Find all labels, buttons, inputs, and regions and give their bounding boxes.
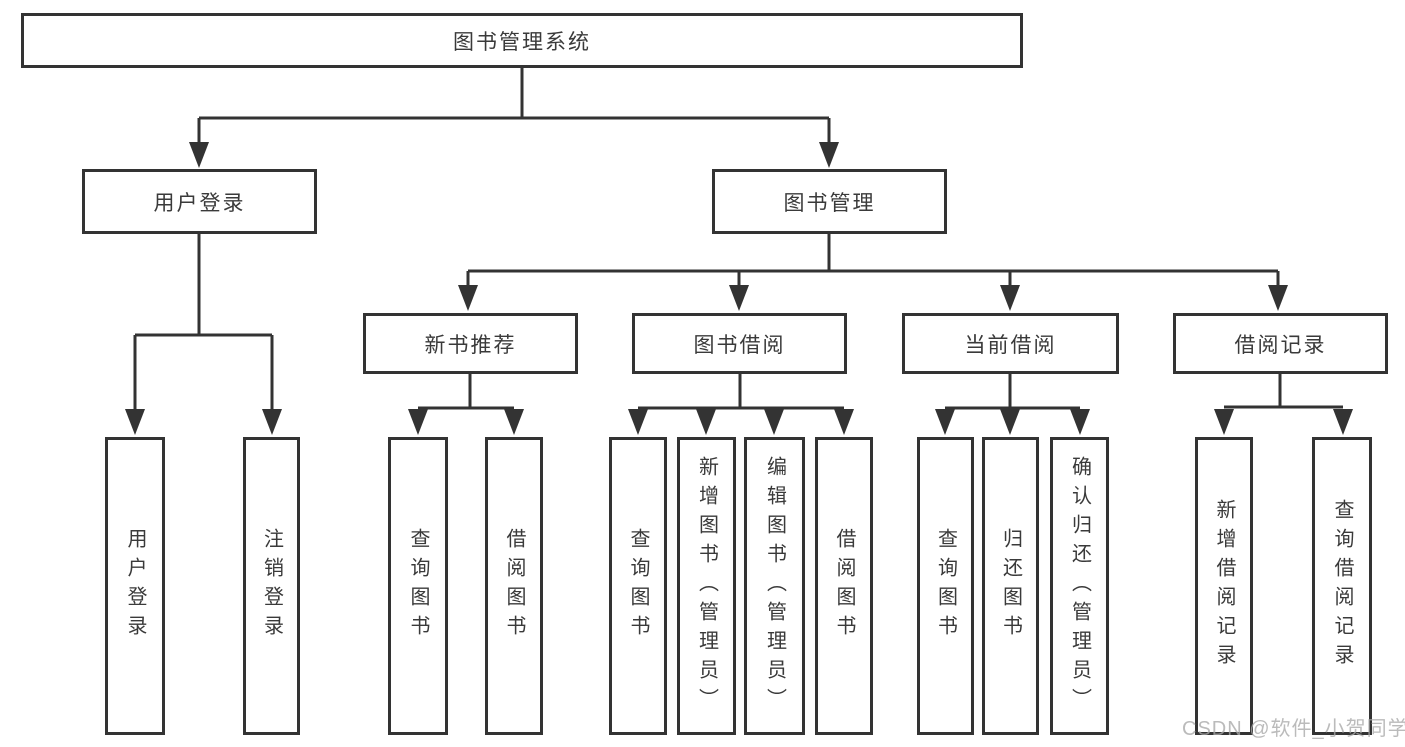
leaf-logout: 注销登录 [243, 437, 300, 735]
leaf-newrec-borrow-books-label: 借阅图书 [503, 528, 525, 644]
node-book-borrow: 图书借阅 [632, 313, 847, 374]
leaf-borrow-borrow-books: 借阅图书 [815, 437, 873, 735]
node-new-book-recommend-label: 新书推荐 [424, 333, 517, 357]
arrowheads-borrow-leaves [628, 409, 854, 435]
leaf-current-return-books: 归还图书 [982, 437, 1039, 735]
leaf-records-add-record: 新增借阅记录 [1195, 437, 1253, 735]
node-new-book-recommend: 新书推荐 [363, 313, 578, 374]
leaf-records-query-record: 查询借阅记录 [1312, 437, 1372, 735]
arrowheads-newrec-leaves [408, 409, 524, 435]
node-root: 图书管理系统 [21, 13, 1023, 68]
leaf-user-login-label: 用户登录 [124, 528, 146, 644]
leaf-current-query-books-label: 查询图书 [934, 528, 957, 644]
leaf-borrow-add-books-admin: 新增图书（管理员） [677, 437, 736, 735]
connector-records-to-leaves [1224, 374, 1343, 409]
connector-newrec-to-leaves [418, 374, 514, 410]
node-root-label: 图书管理系统 [453, 30, 591, 54]
leaf-borrow-query-books: 查询图书 [609, 437, 667, 735]
leaf-newrec-query-books: 查询图书 [388, 437, 448, 735]
leaf-newrec-borrow-books: 借阅图书 [485, 437, 543, 735]
arrowheads-level2 [189, 142, 839, 168]
connector-current-to-leaves [945, 374, 1080, 410]
leaf-borrow-add-books-admin-label: 新增图书（管理员） [695, 455, 718, 717]
connector-userlogin-to-leaves [133, 234, 274, 411]
node-book-management: 图书管理 [712, 169, 947, 234]
leaf-records-add-record-label: 新增借阅记录 [1213, 499, 1235, 673]
leaf-current-return-books-label: 归还图书 [999, 528, 1022, 644]
leaf-current-confirm-return-admin-label: 确认归还（管理员） [1068, 455, 1091, 717]
leaf-borrow-borrow-books-label: 借阅图书 [833, 528, 855, 644]
leaf-user-login: 用户登录 [105, 437, 165, 735]
node-current-borrow-label: 当前借阅 [964, 333, 1057, 357]
leaf-borrow-edit-books-admin-label: 编辑图书（管理员） [763, 455, 786, 717]
leaf-newrec-query-books-label: 查询图书 [407, 528, 429, 644]
arrowheads-current-leaves [935, 409, 1090, 435]
arrowheads-level3 [458, 285, 1288, 311]
node-book-management-label: 图书管理 [783, 191, 876, 215]
leaf-borrow-query-books-label: 查询图书 [627, 528, 649, 644]
leaf-logout-label: 注销登录 [260, 528, 283, 644]
connector-borrow-to-leaves [638, 374, 844, 410]
csdn-watermark: CSDN @软件_小贺同学 [1182, 718, 1405, 740]
node-borrow-records-label: 借阅记录 [1234, 333, 1327, 357]
node-user-login: 用户登录 [82, 169, 317, 234]
node-current-borrow: 当前借阅 [902, 313, 1119, 374]
arrowheads-records-leaves [1214, 409, 1353, 435]
connector-bookmgmt-to-level3 [466, 234, 1280, 287]
connector-root-to-level2 [197, 68, 831, 144]
leaf-borrow-edit-books-admin: 编辑图书（管理员） [744, 437, 805, 735]
leaf-current-query-books: 查询图书 [917, 437, 974, 735]
leaf-current-confirm-return-admin: 确认归还（管理员） [1050, 437, 1109, 735]
arrowheads-userlogin-leaves [125, 409, 282, 435]
node-book-borrow-label: 图书借阅 [693, 333, 786, 357]
leaf-records-query-record-label: 查询借阅记录 [1331, 499, 1353, 673]
node-borrow-records: 借阅记录 [1173, 313, 1388, 374]
node-user-login-label: 用户登录 [153, 191, 246, 215]
